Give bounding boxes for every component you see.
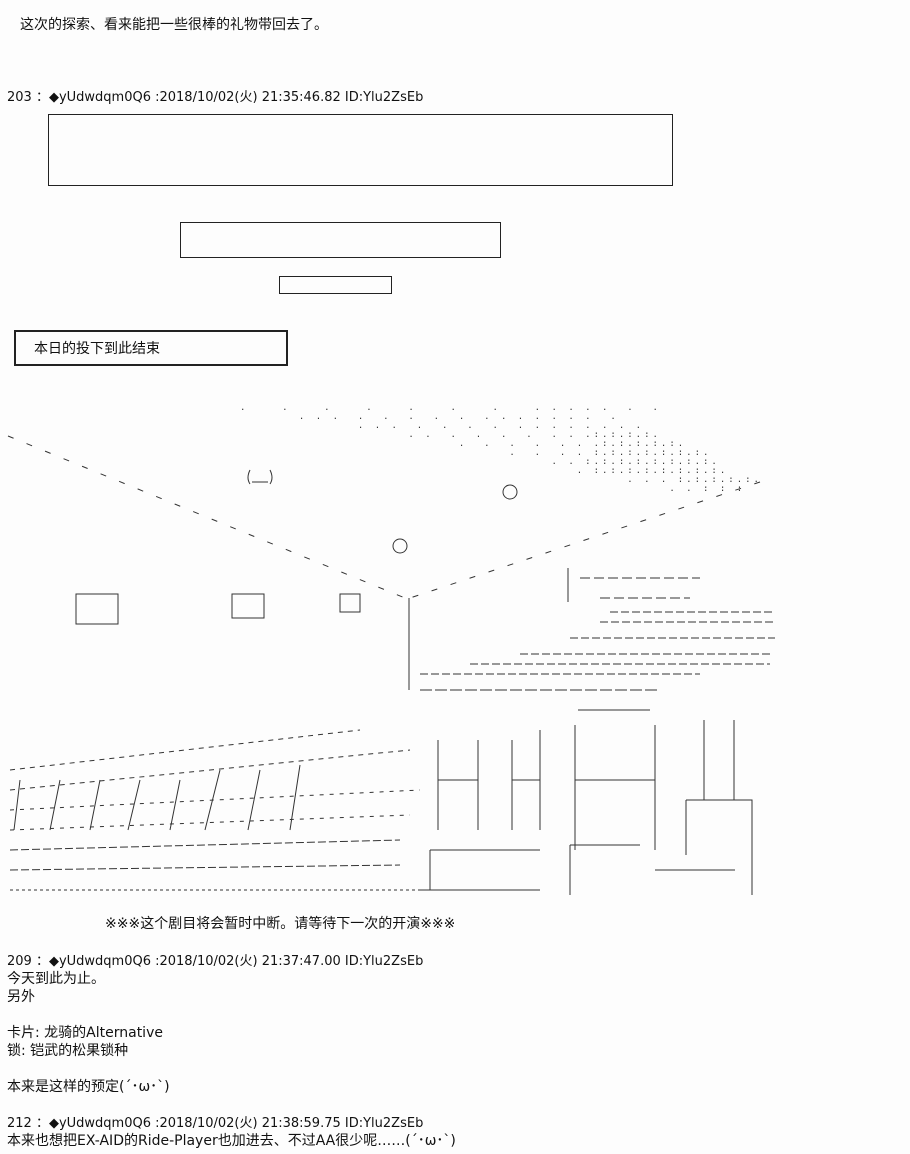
end-of-day-label: 本日的投下到此结束 [34, 341, 160, 357]
empty-frame-small [279, 276, 392, 294]
post-212-header: 212 ：◆yUdwdqm0Q6 :2018/10/02(火) 21:38:59… [7, 1116, 424, 1131]
post-209-header: 209 ：◆yUdwdqm0Q6 :2018/10/02(火) 21:37:47… [7, 954, 424, 969]
post-212-line: 本来也想把EX-AID的Ride-Player也加进去、不过AA很少呢……(´･… [7, 1133, 456, 1149]
intro-line: 这次的探索、看来能把一些很棒的礼物带回去了。 [20, 17, 328, 33]
post-209-line: 卡片: 龙骑的Alternative [7, 1025, 163, 1041]
post-203-header: 203 ：◆yUdwdqm0Q6 :2018/10/02(火) 21:35:46… [7, 90, 424, 105]
end-of-day-box: 本日的投下到此结束 [14, 330, 288, 366]
post-209-line: 今天到此为止。 [7, 971, 105, 987]
post-209-line: 锁: 铠武的松果锁种 [7, 1043, 129, 1059]
interruption-notice: ※※※这个剧目将会暂时中断。请等待下一次的开演※※※ [105, 916, 456, 932]
stage-light-dots: . . . . . . . . . . . . . . . . . . . . … [240, 403, 762, 494]
empty-frame-medium [180, 222, 501, 258]
empty-frame-large [48, 114, 673, 186]
post-209-line: 本来是这样的预定(´･ω･`) [7, 1079, 170, 1095]
post-209-line: 另外 [7, 989, 35, 1005]
